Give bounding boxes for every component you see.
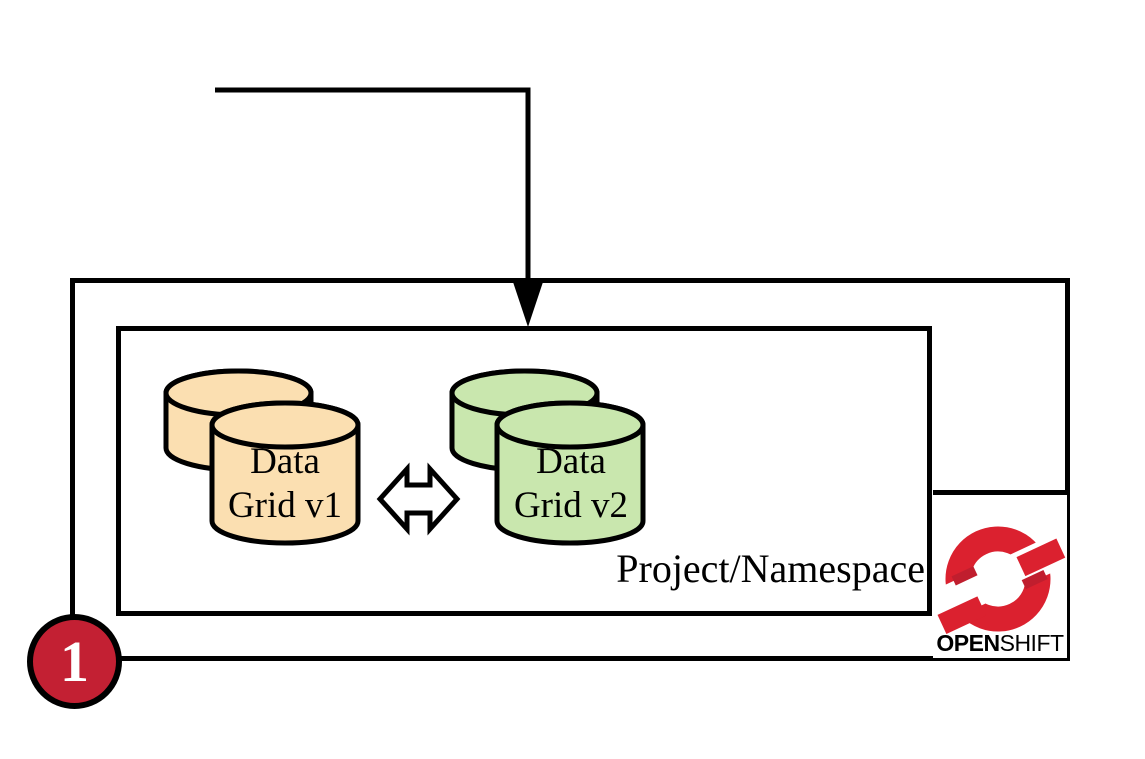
- datagrid-v2-label: Data Grid v2: [496, 440, 646, 528]
- datagrid-v1-label-line1: Data: [250, 441, 320, 482]
- step-1-badge-label: 1: [60, 628, 89, 694]
- datagrid-v1-label-line2: Grid v1: [227, 485, 343, 526]
- project-namespace-label: Project/Namespace: [616, 546, 925, 591]
- down-arrow-connector-icon: [215, 87, 543, 327]
- openshift-wordmark-open: OPEN: [936, 630, 1000, 656]
- openshift-wordmark: OPENSHIFT: [933, 630, 1067, 657]
- openshift-logo-box: OPENSHIFT: [933, 490, 1067, 658]
- datagrid-v1-label: Data Grid v1: [210, 440, 360, 528]
- openshift-boundary-box: [70, 278, 1070, 661]
- openshift-wordmark-shift: SHIFT: [999, 630, 1064, 656]
- datagrid-v1-front-cylinder-icon: [209, 400, 361, 546]
- openshift-ring-logo-icon: [937, 526, 1066, 634]
- datagrid-v2-front-cylinder-icon: [494, 400, 646, 546]
- step-1-badge: 1: [27, 614, 122, 709]
- datagrid-v2-label-line1: Data: [536, 441, 606, 482]
- datagrid-v2-label-line2: Grid v2: [513, 485, 629, 526]
- bidirectional-sync-arrow-icon: [376, 462, 461, 536]
